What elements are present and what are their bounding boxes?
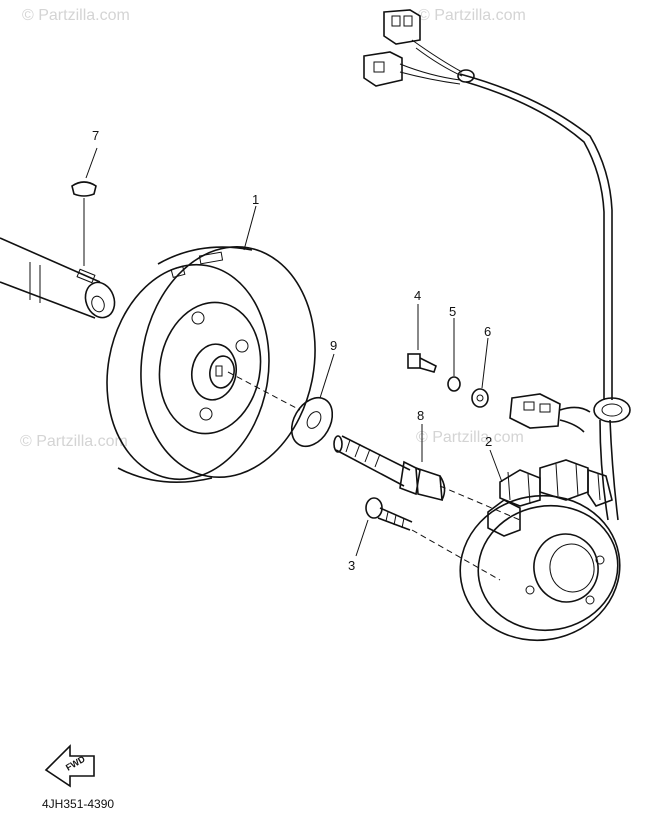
lock-washer — [447, 376, 461, 392]
washer — [290, 396, 334, 448]
wiring-harness — [399, 39, 619, 521]
callout-1: 1 — [252, 192, 259, 207]
callout-9: 9 — [330, 338, 337, 353]
callout-6: 6 — [484, 324, 491, 339]
stator-coil — [459, 459, 621, 642]
callout-3: 3 — [348, 558, 355, 573]
flywheel-rotor — [106, 245, 316, 483]
diagram-code: 4JH351-4390 — [42, 797, 114, 811]
screw-small — [407, 353, 437, 373]
screw-stator — [365, 497, 413, 531]
crankshaft-end — [0, 237, 116, 319]
watermark-top-right: © Partzilla.com — [418, 7, 526, 24]
callout-labels: 7 1 9 4 5 6 8 2 3 — [92, 128, 492, 573]
watermark-mid-left: © Partzilla.com — [20, 433, 128, 450]
callout-8: 8 — [417, 408, 424, 423]
alignment-lines — [227, 371, 521, 581]
fwd-arrow-icon: FWD — [44, 744, 95, 788]
pickup-coil — [509, 393, 631, 433]
plain-washer — [471, 388, 489, 408]
leader-lines — [85, 147, 503, 557]
woodruff-key — [71, 181, 97, 266]
watermark-mid-right: © Partzilla.com — [416, 429, 524, 446]
harness-connectors — [363, 9, 421, 87]
callout-7: 7 — [92, 128, 99, 143]
callout-5: 5 — [449, 304, 456, 319]
watermark-top-left: © Partzilla.com — [22, 7, 130, 24]
callout-2: 2 — [485, 434, 492, 449]
callout-4: 4 — [414, 288, 421, 303]
